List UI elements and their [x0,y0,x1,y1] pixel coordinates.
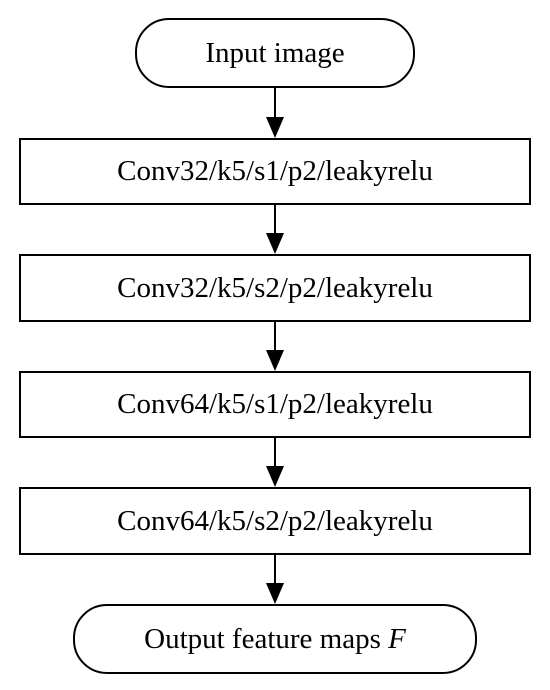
arrow-step-4-to-end [266,555,284,604]
end-node-label: Output feature maps F [144,622,406,655]
conv-step-4: Conv64/k5/s2/p2/leakyrelu [19,487,531,555]
arrow-step-2-to-step-3 [266,322,284,371]
start-node-label: Input image [205,36,345,69]
conv-step-3: Conv64/k5/s1/p2/leakyrelu [19,371,531,438]
conv-step-2: Conv32/k5/s2/p2/leakyrelu [19,254,531,322]
conv-step-1-label: Conv32/k5/s1/p2/leakyrelu [117,155,433,187]
start-node: Input image [135,18,415,88]
end-node: Output feature maps F [73,604,477,674]
conv-step-4-label: Conv64/k5/s2/p2/leakyrelu [117,504,433,537]
end-node-label-text: Output feature maps [144,622,389,655]
arrow-step-1-to-step-2 [266,204,284,254]
conv-step-3-label: Conv64/k5/s1/p2/leakyrelu [117,388,433,420]
conv-step-1: Conv32/k5/s1/p2/leakyrelu [19,138,531,205]
arrow-start-to-step-1 [266,88,284,138]
end-node-label-variable: F [388,622,406,655]
arrow-step-3-to-step-4 [266,438,284,487]
conv-step-2-label: Conv32/k5/s2/p2/leakyrelu [117,271,433,304]
